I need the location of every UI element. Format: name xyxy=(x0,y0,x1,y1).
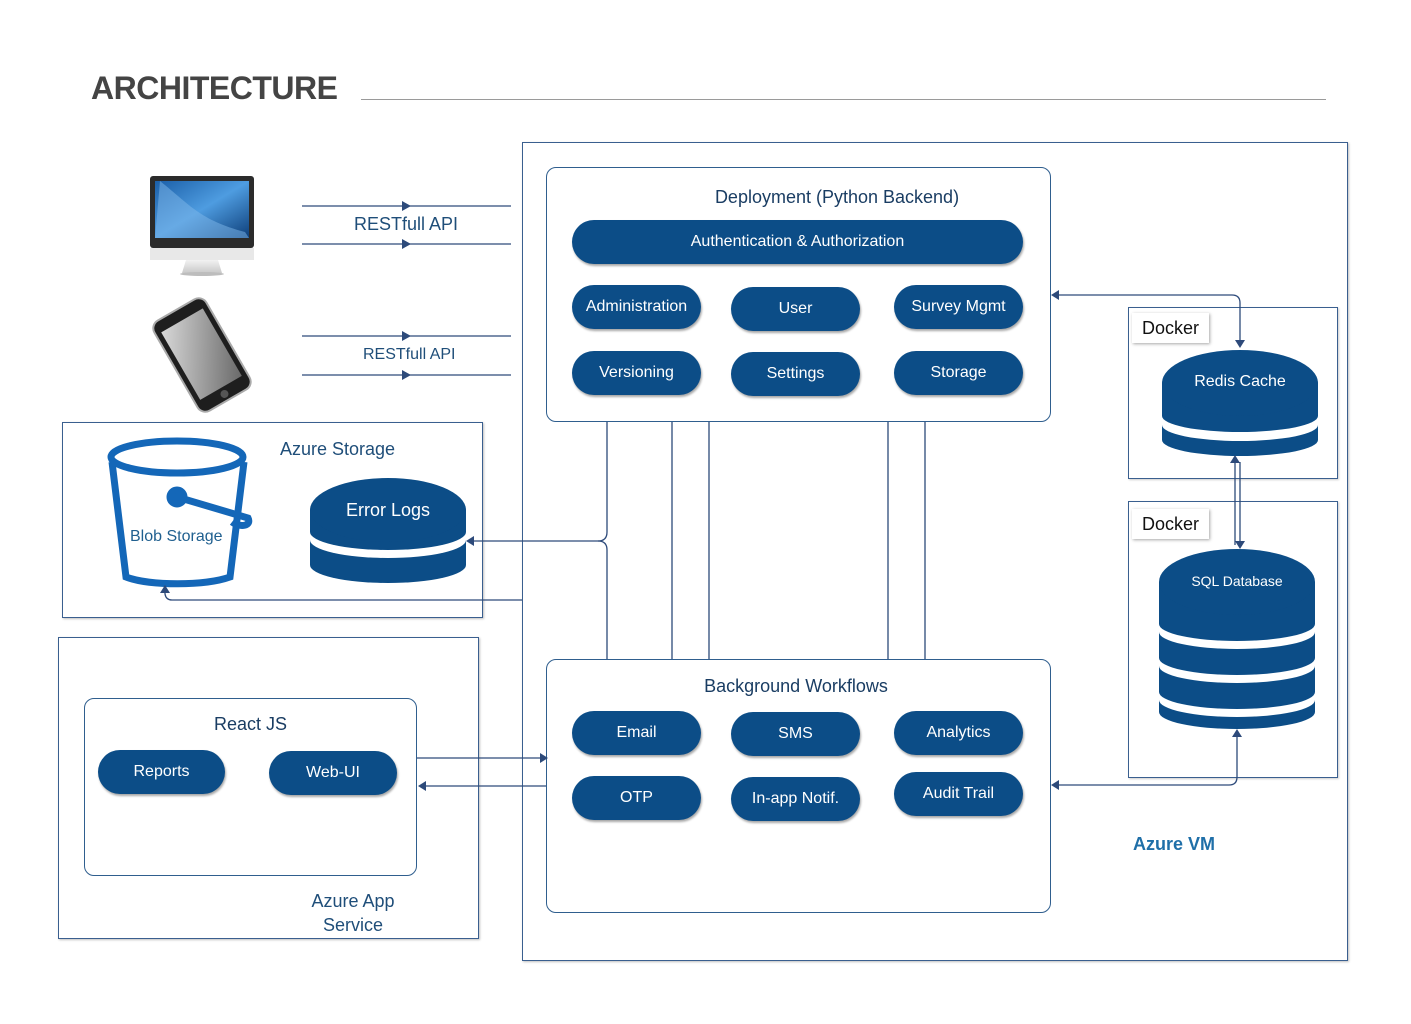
bucket-icon xyxy=(107,437,253,588)
background-workflows-title: Background Workflows xyxy=(704,676,888,696)
survey-mgmt-module[interactable]: Survey Mgmt xyxy=(894,285,1023,329)
deployment-workflow-connectors xyxy=(466,422,926,659)
user-module[interactable]: User xyxy=(731,287,860,331)
reports-button[interactable]: Reports xyxy=(98,750,225,794)
administration-module[interactable]: Administration xyxy=(572,285,701,329)
sql-workflow-connector xyxy=(1051,729,1242,790)
desktop-api-connector xyxy=(302,201,511,249)
azure-app-service-label-line1: Azure App xyxy=(311,891,395,911)
mobile-api-label: RESTfull API xyxy=(363,346,456,363)
react-js-label: React JS xyxy=(213,714,288,734)
mobile-api-connector xyxy=(302,331,511,380)
redis-cache-label: Redis Cache xyxy=(1194,373,1286,390)
email-workflow[interactable]: Email xyxy=(572,711,701,755)
sql-database-label: SQL Database xyxy=(1191,573,1283,589)
analytics-workflow[interactable]: Analytics xyxy=(894,711,1023,755)
docker-sql-tag: Docker xyxy=(1132,509,1210,539)
azure-storage-label: Azure Storage xyxy=(280,439,396,459)
storage-module[interactable]: Storage xyxy=(894,351,1023,395)
settings-module[interactable]: Settings xyxy=(731,352,860,396)
otp-workflow[interactable]: OTP xyxy=(572,776,701,820)
smartphone-icon xyxy=(152,297,252,413)
deployment-title: Deployment (Python Backend) xyxy=(714,187,960,207)
blob-storage-label: Blob Storage xyxy=(130,528,223,545)
redis-cache-database-icon xyxy=(1162,350,1318,456)
azure-vm-label: Azure VM xyxy=(1133,834,1216,854)
blob-storage-connector xyxy=(160,585,522,601)
redis-deployment-connector xyxy=(1051,290,1245,348)
versioning-module[interactable]: Versioning xyxy=(572,351,701,395)
web-ui-button[interactable]: Web-UI xyxy=(269,751,397,795)
redis-sql-connector xyxy=(1230,455,1245,549)
audit-trail-workflow[interactable]: Audit Trail xyxy=(894,772,1023,816)
sql-database-icon xyxy=(1159,549,1315,729)
title-divider xyxy=(361,99,1326,100)
docker-redis-tag: Docker xyxy=(1132,313,1210,343)
in-app-notif-workflow[interactable]: In-app Notif. xyxy=(731,777,860,821)
azure-app-service-label-line2: Service xyxy=(322,915,384,935)
error-logs-database-icon xyxy=(310,478,466,583)
auth-module[interactable]: Authentication & Authorization xyxy=(572,220,1023,264)
page-title: ARCHITECTURE xyxy=(91,70,338,106)
desktop-api-label: RESTfull API xyxy=(354,214,459,234)
error-logs-label: Error Logs xyxy=(345,500,431,520)
react-workflow-connector xyxy=(417,753,548,791)
sms-workflow[interactable]: SMS xyxy=(731,712,860,756)
desktop-monitor-icon xyxy=(150,176,254,276)
